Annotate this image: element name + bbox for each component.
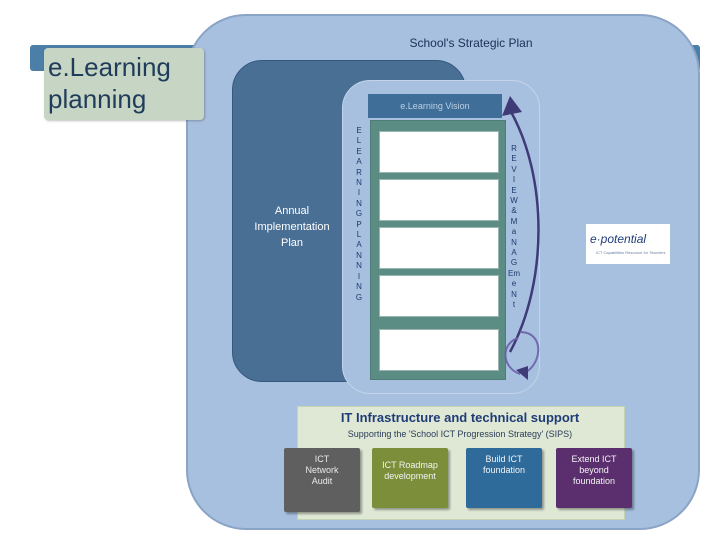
letter: a (511, 227, 517, 237)
letter: & (511, 206, 517, 216)
page-title: e.Learning planning (48, 52, 171, 114)
letter: R (356, 167, 362, 177)
infrastructure-title: IT Infrastructure and technical support (340, 410, 580, 425)
letter: L (356, 230, 362, 240)
annual-plan-label: Annual Implementation Plan (254, 205, 330, 249)
review-management-vertical-label: R E V I E W & M a N A G Em e N t (506, 144, 522, 311)
elearning-vision-box: e.Learning Vision (368, 94, 502, 118)
letter: E (356, 126, 362, 135)
letter: A (511, 248, 517, 258)
letter: N (356, 250, 362, 260)
letter: I (357, 271, 361, 281)
letter: A (356, 157, 362, 167)
extend-ict-card: Extend ICT beyond foundation (556, 448, 632, 508)
ict-roadmap-card: ICT Roadmap development (372, 448, 448, 508)
review-cycle-arrow-icon (502, 96, 540, 380)
letter: e (511, 279, 517, 289)
letter: G (510, 258, 518, 268)
letter: R (511, 144, 517, 153)
letter: G (355, 209, 363, 219)
title-box (44, 48, 204, 120)
build-ict-foundation-card: Build ICT foundation (466, 448, 542, 508)
letter: N (356, 261, 362, 271)
elearning-planning-vertical-label: E L E A R N I N G P L A N N I N G (351, 126, 367, 303)
epotential-logo-subtitle: ICT Capabilities Resource for Teachers (596, 250, 666, 255)
planning-cell (379, 179, 499, 221)
letter: P (356, 219, 362, 229)
letter: L (356, 136, 362, 146)
letter: E (356, 146, 362, 156)
letter: E (511, 154, 517, 164)
letter: E (511, 185, 517, 195)
letter: G (355, 292, 363, 302)
letter: V (511, 164, 517, 174)
planning-cell (379, 131, 499, 173)
letter: W (510, 196, 518, 206)
planning-cell (379, 275, 499, 317)
letter: M (510, 216, 518, 226)
epotential-logo-text: e·potential (590, 232, 647, 246)
planning-cell (379, 227, 499, 269)
letter: N (511, 289, 517, 299)
letter: t (512, 300, 516, 310)
letter: A (356, 240, 362, 250)
letter: N (356, 282, 362, 292)
letter: Em (508, 268, 520, 278)
ict-network-audit-card: ICT Network Audit (284, 448, 360, 512)
letter: I (512, 175, 516, 185)
epotential-logo (586, 224, 670, 264)
infrastructure-subtitle: Supporting the 'School ICT Progression S… (347, 429, 573, 439)
letter: I (357, 188, 361, 198)
planning-grid (370, 120, 506, 380)
letter: N (356, 198, 362, 208)
planning-cell (379, 329, 499, 371)
letter: N (356, 178, 362, 188)
strategic-plan-label: School's Strategic Plan (409, 36, 533, 50)
letter: N (511, 237, 517, 247)
